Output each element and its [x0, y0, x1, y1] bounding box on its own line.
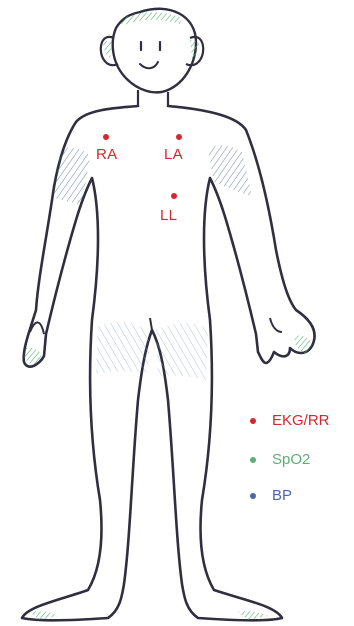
electrode-la-dot — [176, 134, 182, 140]
legend-label-ekg: EKG/RR — [272, 412, 330, 430]
lead-ll-label: LL — [160, 208, 177, 223]
thigh-shading-right — [156, 323, 208, 380]
electrode-ra-dot — [103, 134, 109, 140]
blue-dot-icon — [250, 493, 256, 499]
legend-item-ekg: EKG/RR — [250, 412, 330, 430]
legend-label-spo2: SpO2 — [272, 451, 310, 469]
electrode-ll-dot — [171, 193, 177, 199]
head — [101, 9, 203, 106]
legend-item-spo2: SpO2 — [250, 451, 310, 469]
lead-la-label: LA — [164, 147, 183, 162]
green-dot-icon — [250, 457, 256, 463]
spo2-left-foot — [238, 611, 268, 620]
legend-label-bp: BP — [272, 487, 292, 505]
red-dot-icon — [250, 418, 256, 424]
lead-ra-label: RA — [96, 147, 117, 162]
thigh-shading — [96, 322, 150, 374]
legend-item-bp: BP — [250, 487, 292, 505]
